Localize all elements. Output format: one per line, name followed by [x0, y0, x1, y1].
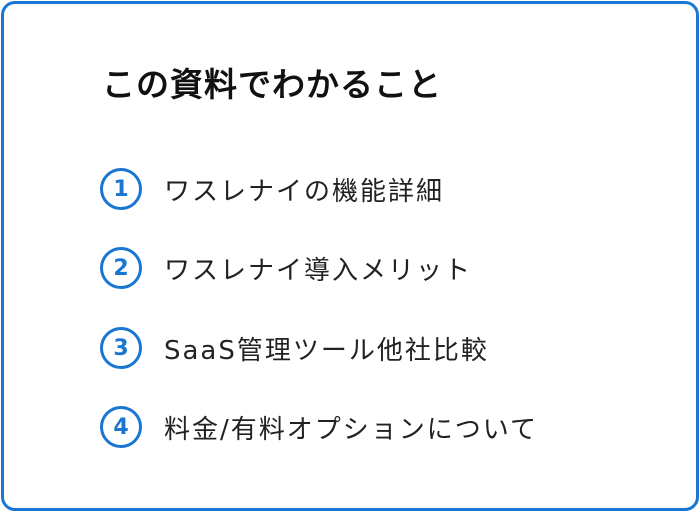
number-circle-icon: 2	[100, 247, 142, 289]
list-item: 1 ワスレナイの機能詳細	[100, 168, 444, 210]
list-item: 4 料金/有料オプションについて	[100, 406, 538, 448]
number-circle-icon: 4	[100, 406, 142, 448]
item-label: ワスレナイの機能詳細	[164, 176, 445, 207]
item-label: ワスレナイ導入メリット	[164, 255, 473, 286]
list-item: 3 SaaS管理ツール他社比較	[100, 327, 489, 369]
card-title: この資料でわかること	[102, 65, 442, 104]
number-circle-icon: 1	[100, 168, 142, 210]
item-label: 料金/有料オプションについて	[164, 414, 538, 445]
number-circle-icon: 3	[100, 327, 142, 369]
item-label: SaaS管理ツール他社比較	[164, 335, 489, 366]
list-item: 2 ワスレナイ導入メリット	[100, 247, 472, 289]
